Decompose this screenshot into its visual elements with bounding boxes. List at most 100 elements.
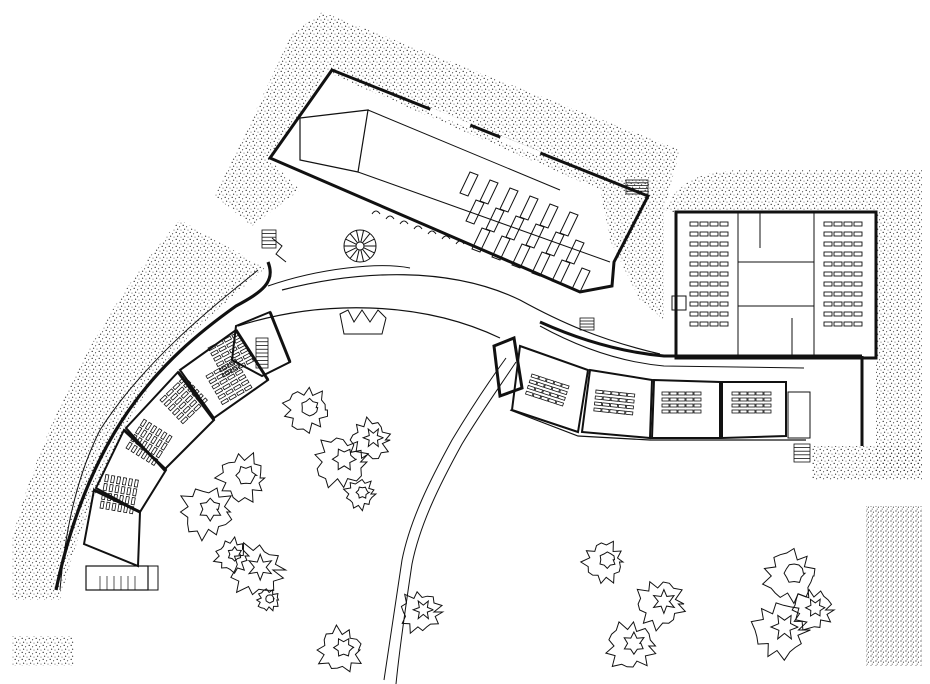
desk	[159, 394, 168, 403]
east-desk-left	[689, 301, 699, 307]
stipple-patch-bottom-right	[866, 506, 922, 666]
desk	[133, 479, 139, 488]
east-desk-right	[823, 271, 833, 277]
desk	[149, 424, 158, 434]
desk	[220, 397, 230, 406]
desk	[167, 403, 177, 412]
east-desk-right	[843, 231, 853, 237]
east-desk-right	[853, 291, 863, 297]
tree-canopy-icon	[750, 602, 811, 662]
east-desk-right	[833, 251, 843, 257]
east-desk-left	[719, 281, 729, 287]
desk	[547, 398, 557, 405]
hall-seat-row	[525, 223, 545, 249]
tree-canopy-icon	[314, 437, 370, 489]
east-desk-left	[719, 261, 729, 267]
desk	[685, 397, 694, 402]
desk	[677, 409, 686, 414]
desk	[213, 367, 222, 375]
classroom-south-2	[580, 368, 654, 440]
tree-canopy-icon	[316, 623, 363, 673]
desk	[610, 397, 619, 402]
east-desk-right	[823, 231, 833, 237]
desk	[150, 446, 158, 456]
hall-seat-row	[539, 203, 559, 229]
desk	[693, 397, 702, 402]
desk	[555, 400, 565, 407]
desk	[739, 403, 748, 408]
corridor-south-wall	[539, 320, 810, 358]
desk	[693, 403, 702, 408]
garden-path-edge	[395, 361, 517, 684]
stipple-east-side	[876, 214, 922, 474]
tree-canopy-icon	[791, 588, 836, 631]
tree-canopy-inner	[332, 637, 355, 657]
east-desk-right	[823, 321, 833, 327]
desk	[693, 391, 702, 396]
desk	[174, 396, 183, 406]
desk	[609, 409, 618, 414]
east-desk-right	[843, 221, 853, 227]
east-desk-left	[689, 251, 699, 257]
east-desk-left	[699, 271, 709, 277]
desk	[127, 478, 133, 487]
east-desk-left	[719, 291, 729, 297]
east-desk-right	[833, 301, 843, 307]
desk	[155, 438, 163, 448]
desk	[747, 403, 756, 408]
desk	[661, 403, 670, 408]
desk	[601, 402, 611, 407]
desk	[102, 482, 108, 492]
stipple-east-bottom	[812, 446, 922, 480]
desk	[132, 488, 138, 497]
tree-canopy-inner	[301, 397, 319, 417]
east-desk-left	[699, 221, 709, 227]
tree-canopy-icon	[400, 590, 445, 635]
east-desk-left	[689, 221, 699, 227]
east-desk-right	[833, 311, 843, 317]
desk	[543, 384, 553, 391]
desk	[669, 397, 678, 402]
east-block-outer-wall	[674, 210, 878, 360]
desk	[763, 403, 772, 408]
desk	[731, 397, 740, 402]
desk	[233, 383, 242, 391]
east-desk-right	[843, 321, 853, 327]
desk	[145, 432, 153, 442]
tree-canopy-icon	[579, 540, 625, 585]
desk	[171, 407, 181, 416]
spiral-stair-tread	[349, 248, 358, 259]
desk	[601, 408, 610, 413]
desk	[545, 378, 555, 385]
east-desk-right	[823, 301, 833, 307]
desk	[677, 403, 686, 408]
desk	[755, 397, 764, 402]
desk	[104, 474, 110, 483]
desk	[593, 407, 602, 413]
classroom-west-1	[230, 310, 292, 378]
desk	[210, 349, 219, 357]
desk	[226, 341, 235, 349]
stairs	[255, 179, 811, 463]
desk	[150, 457, 159, 467]
corridor-outer-edge	[281, 274, 661, 355]
desk	[225, 388, 234, 396]
desk	[230, 378, 239, 386]
east-desk-left	[699, 251, 709, 257]
east-desk-left	[709, 231, 719, 237]
desk	[551, 386, 561, 393]
east-desk-left	[699, 291, 709, 297]
desk-row-icon	[525, 373, 570, 407]
desk	[160, 431, 168, 440]
stipple-east-top	[664, 170, 922, 214]
east-desk-left	[709, 271, 719, 277]
desk	[602, 396, 611, 401]
spiral-stair-tread	[345, 247, 357, 254]
desk	[538, 375, 547, 382]
east-block-entry-stair	[671, 295, 687, 311]
hall-door-arc	[427, 230, 437, 235]
desk	[165, 388, 175, 397]
east-desk-left	[699, 321, 709, 327]
desk	[685, 409, 694, 414]
